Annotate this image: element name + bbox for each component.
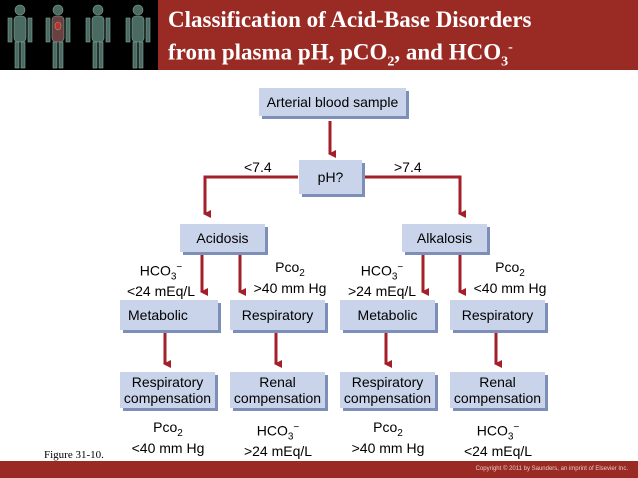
root-node: Arterial blood sample bbox=[259, 88, 406, 116]
condition-pco2-low: Pco2 <40 mm Hg bbox=[473, 259, 547, 296]
arrow-ph-to-alkalosis bbox=[365, 175, 466, 218]
content-background-right bbox=[552, 78, 638, 461]
human-figure-2 bbox=[45, 4, 71, 69]
human-figure-1 bbox=[7, 4, 33, 69]
acidosis-node: Acidosis bbox=[180, 224, 265, 252]
result-2: HCO3− >24 mEq/L bbox=[243, 422, 313, 460]
respiratory-node-2: Respiratory bbox=[450, 300, 545, 330]
ph-node: pH? bbox=[299, 160, 362, 194]
alkalosis-node: Alkalosis bbox=[402, 224, 487, 252]
condition-hco3-low: HCO3− <24 mEq/L bbox=[126, 262, 196, 300]
copyright-text: Copyright © 2011 by Saunders, an imprint… bbox=[475, 466, 628, 472]
gt-label: >7.4 bbox=[394, 159, 422, 175]
title-line-2: from plasma pH, pCO2, and HCO3- bbox=[168, 39, 513, 70]
result-3: Pco2 >40 mm Hg bbox=[351, 419, 425, 456]
human-figure-3 bbox=[85, 4, 111, 69]
figure-label: Figure 31-10. bbox=[44, 449, 104, 461]
result-4: HCO3− <24 mEq/L bbox=[463, 422, 533, 460]
human-figure-4 bbox=[125, 4, 151, 69]
slide-title: Classification of Acid-Base Disorders fr… bbox=[168, 6, 633, 76]
respiratory-node-1: Respiratory bbox=[230, 300, 325, 330]
footer-bar bbox=[0, 461, 638, 478]
condition-pco2-high: Pco2 >40 mm Hg bbox=[253, 259, 327, 296]
title-line-1: Classification of Acid-Base Disorders bbox=[168, 7, 532, 32]
content-background-top bbox=[0, 70, 638, 80]
metabolic-node-2: Metabolic bbox=[340, 300, 435, 330]
content-background-left bbox=[0, 78, 114, 461]
anatomy-figures-image bbox=[0, 0, 158, 70]
lt-label: <7.4 bbox=[244, 159, 272, 175]
metabolic-node-1: Metabolic bbox=[120, 300, 218, 330]
condition-hco3-high: HCO3− >24 mEq/L bbox=[347, 262, 417, 300]
arrow-ph-to-acidosis bbox=[203, 175, 298, 218]
result-1: Pco2 <40 mm Hg bbox=[131, 419, 205, 456]
